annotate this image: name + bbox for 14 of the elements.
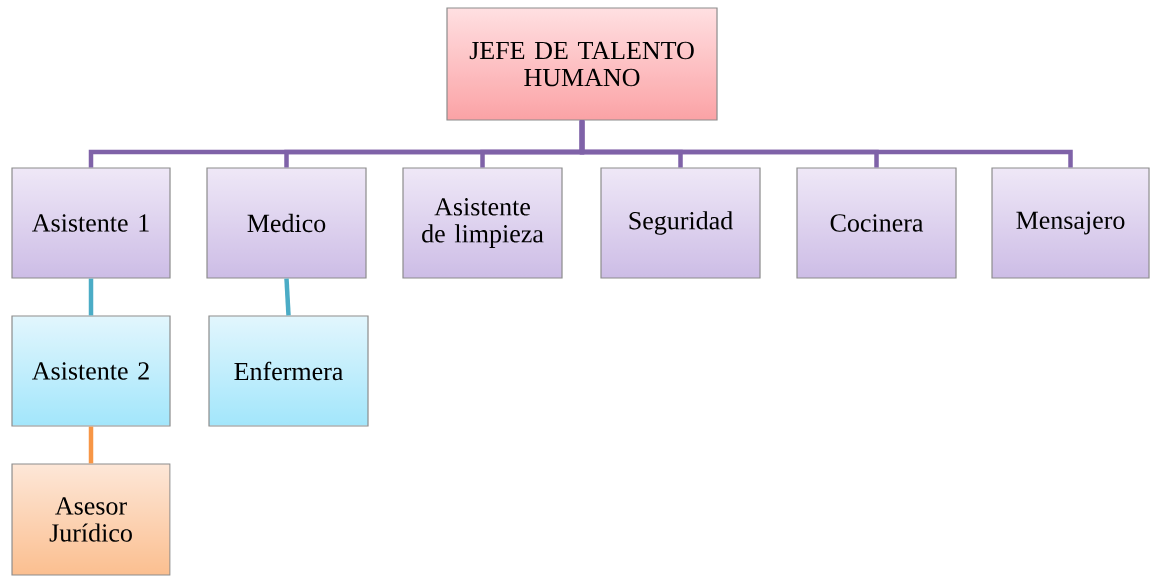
- org-box: Enfermera: [208, 315, 369, 427]
- org-box: Mensajero: [991, 167, 1150, 279]
- org-box: Medico: [206, 167, 367, 279]
- connector: [88, 278, 94, 316]
- org-box: JEFE DE TALENTO HUMANO: [446, 7, 718, 121]
- org-box: Asistente de limpieza: [402, 167, 563, 279]
- connector: [88, 426, 94, 464]
- org-box: Asistente 2: [11, 315, 171, 427]
- org-box: Asistente 1: [11, 167, 171, 279]
- org-box: Seguridad: [600, 167, 761, 279]
- org-box: Cocinera: [796, 167, 957, 279]
- connector: [579, 120, 1073, 168]
- org-box: Asesor Jurídico: [11, 463, 171, 576]
- connector: [284, 278, 291, 316]
